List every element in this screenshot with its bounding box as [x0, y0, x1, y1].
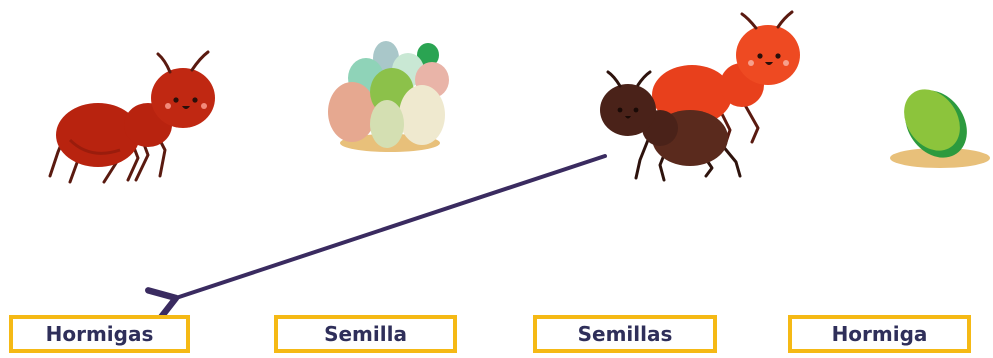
option-label-hormigas: Hormigas [46, 322, 154, 346]
single-seed-icon[interactable] [890, 78, 990, 169]
option-box-semilla[interactable]: Semilla [274, 315, 457, 353]
option-label-semillas: Semillas [578, 322, 673, 346]
option-label-semilla: Semilla [324, 322, 407, 346]
option-box-semillas[interactable]: Semillas [533, 315, 717, 353]
seeds-pile-icon[interactable] [328, 41, 449, 152]
connection-arrow [176, 156, 605, 298]
two-ants-icon[interactable] [600, 12, 800, 180]
option-box-hormigas[interactable]: Hormigas [9, 315, 190, 353]
option-label-hormiga: Hormiga [832, 322, 928, 346]
ant-icon[interactable] [50, 52, 215, 182]
option-box-hormiga[interactable]: Hormiga [788, 315, 971, 353]
